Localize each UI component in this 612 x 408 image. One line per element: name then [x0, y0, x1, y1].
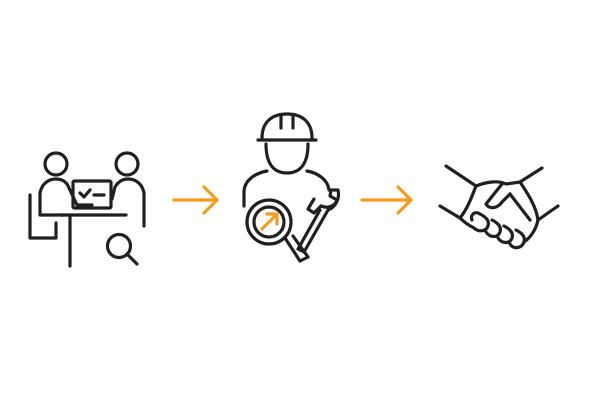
handshake-icon — [438, 164, 560, 250]
arrow-right-icon — [360, 185, 413, 215]
connector-arrow-1 — [172, 184, 220, 216]
step-agreement — [438, 160, 568, 260]
step-consultation — [22, 150, 152, 275]
engineer-repair-icon — [242, 112, 341, 263]
meeting-inspection-icon — [28, 151, 146, 268]
connector-arrow-2 — [360, 184, 414, 216]
step-engineering — [234, 110, 349, 275]
arrow-right-icon — [172, 185, 219, 215]
